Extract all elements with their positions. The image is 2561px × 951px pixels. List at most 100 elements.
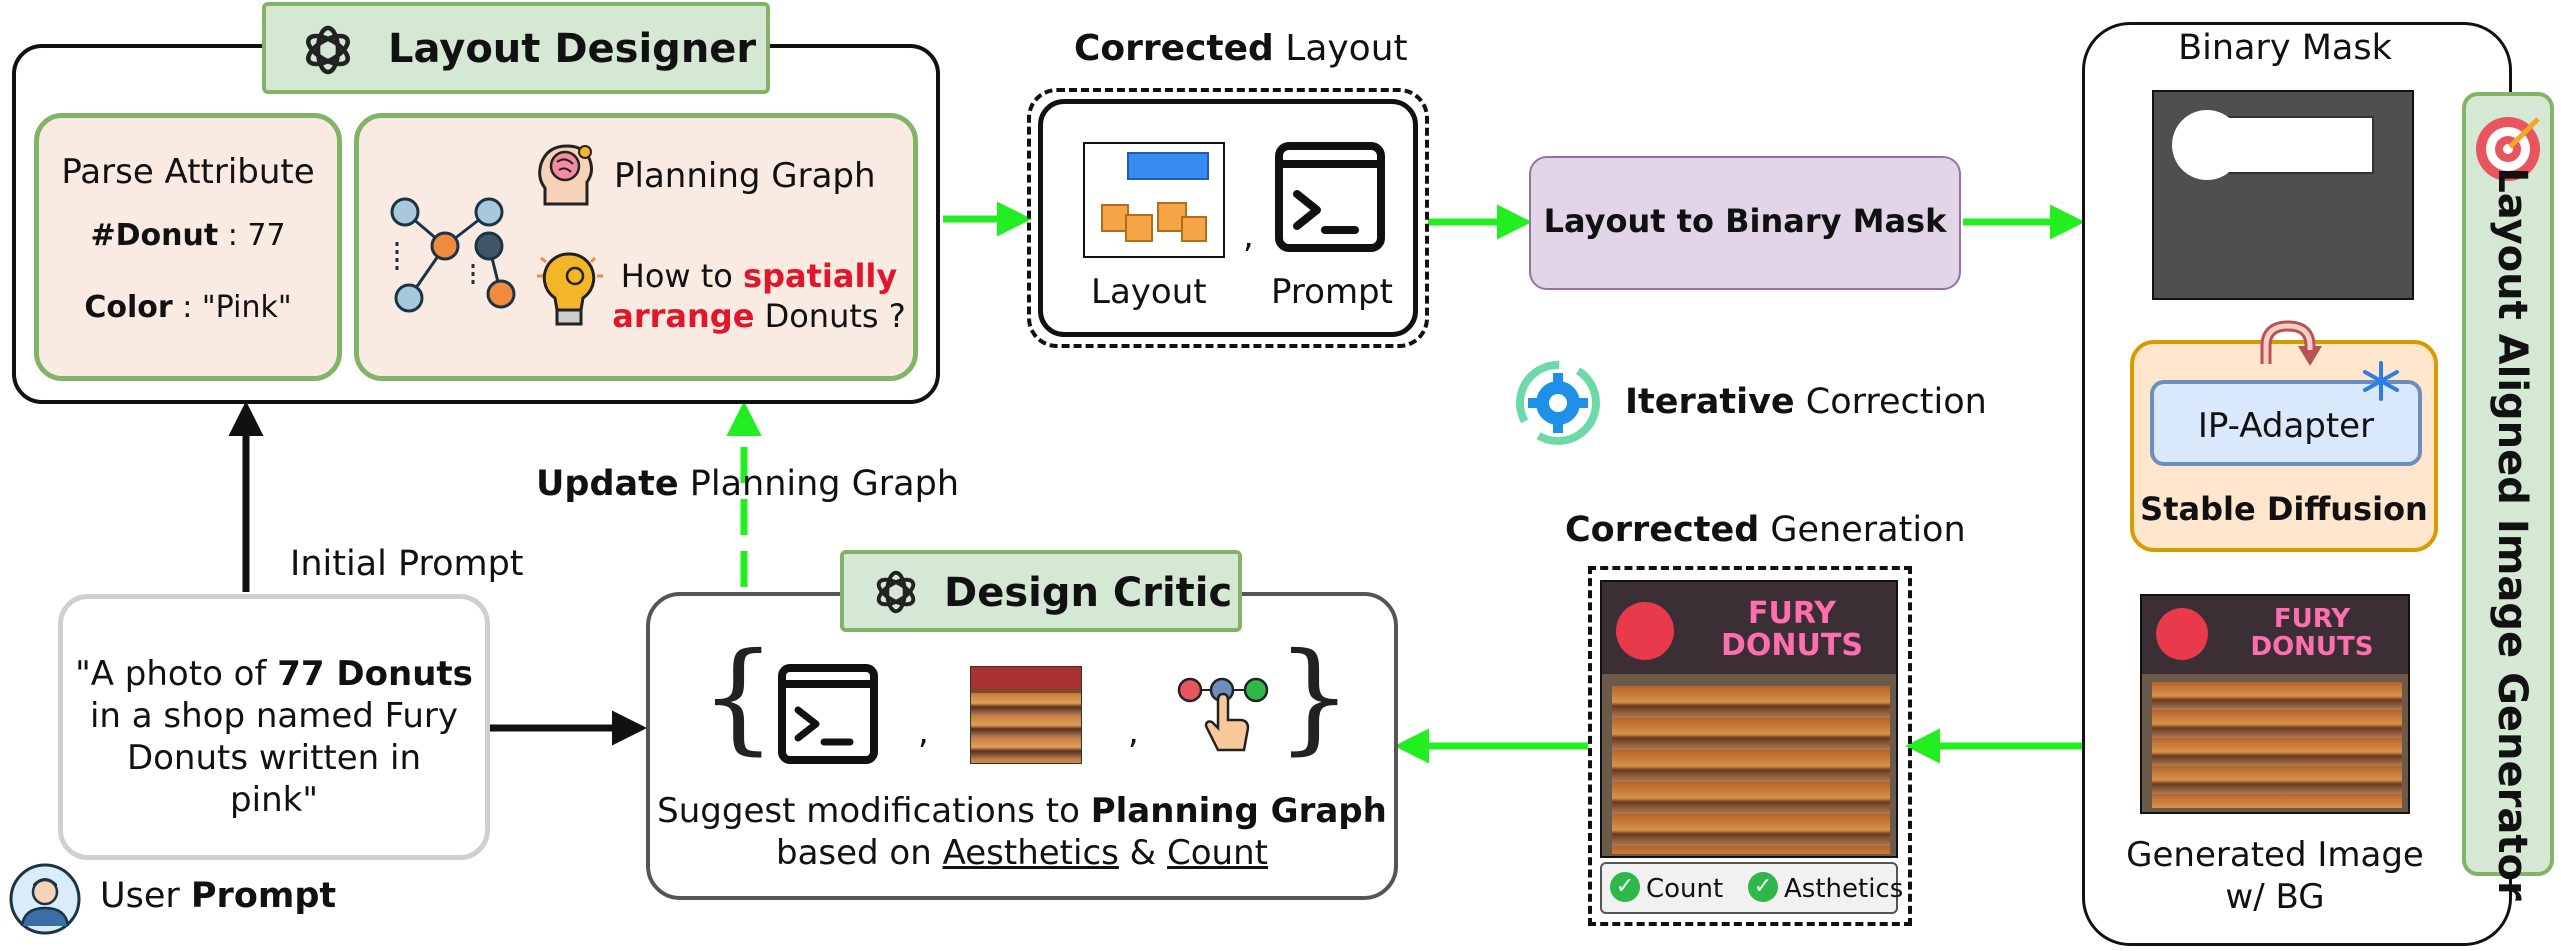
user-prompt-box: "A photo of 77 Donuts in a shop named Fu…	[58, 594, 490, 860]
touch-select-icon	[1177, 677, 1269, 752]
count-check-label: Count	[1646, 874, 1724, 904]
layout-to-binary-mask-label: Layout to Binary Mask	[1543, 202, 1947, 240]
prompt-line2: in a shop named Fury	[89, 696, 459, 736]
update-bold: Update	[536, 464, 679, 504]
corrected-generation-image: FURY DONUTS	[1600, 580, 1898, 858]
corrected-layout-dashed-frame	[1027, 88, 1429, 348]
critic-comma-2: ,	[1128, 712, 1139, 752]
generated-donut-shelves	[2152, 682, 2402, 808]
asthetics-check-label: Asthetics	[1784, 874, 1904, 904]
prompt-line3: Donuts written in	[126, 738, 422, 778]
donut-shop-thumbnail	[970, 666, 1082, 764]
corrected-generation-title: Corrected Generation	[1565, 510, 1966, 550]
prompt-line1-bold: 77 Donuts	[277, 654, 473, 694]
binary-mask-title: Binary Mask	[2178, 28, 2392, 68]
right-brace: }	[1276, 628, 1353, 767]
design-critic-header: Design Critic	[840, 550, 1242, 632]
check-circle-icon: ✓	[1748, 872, 1778, 902]
terminal-prompt-icon	[1275, 142, 1385, 252]
spatial-question: How to spatially arrange Donuts ?	[609, 256, 909, 336]
parse-attribute-box: Parse Attribute #Donut : 77 Color : "Pin…	[34, 113, 342, 381]
critic-count: Count	[1167, 833, 1268, 873]
user-prompt-text: "A photo of 77 Donuts in a shop named Fu…	[63, 653, 485, 821]
donut-count-attribute: #Donut : 77	[39, 218, 337, 253]
initial-prompt-label: Initial Prompt	[290, 544, 524, 584]
layout-label: Layout	[1091, 272, 1207, 312]
critic-aesthetics: Aesthetics	[942, 833, 1119, 873]
openai-logo-icon	[306, 25, 350, 75]
corrected-generation-frame	[1588, 566, 1912, 926]
layout-bbox-orange-4	[1181, 216, 1207, 242]
iterative-cycle-icon	[1516, 361, 1600, 445]
corrected-layout-box: , Layout Prompt	[1038, 99, 1418, 337]
image-generator-side-title: Layout Aligned Image Generator	[2489, 167, 2535, 901]
stable-diffusion-label: Stable Diffusion	[2140, 490, 2428, 528]
design-critic-title: Design Critic	[944, 570, 1233, 616]
color-attribute: Color : "Pink"	[39, 290, 337, 325]
loop-arrow-icon	[2260, 320, 2322, 366]
layout-comma: ,	[1243, 216, 1254, 256]
layout-bbox-orange-2	[1125, 214, 1153, 242]
generated-shop-sign-line2: DONUTS	[2250, 632, 2374, 662]
corrected-layout-bold: Corrected	[1074, 28, 1274, 69]
stable-diffusion-box: IP-Adapter Stable Diffusion	[2130, 320, 2438, 552]
generated-image-caption: Generated Image w/ BG	[2110, 834, 2440, 918]
planning-graph-box: Planning Graph How to spatially arrange …	[354, 113, 918, 381]
left-brace: {	[700, 628, 777, 767]
color-key: Color	[84, 290, 173, 325]
critic-line2-prefix: based on	[775, 833, 943, 873]
critic-line1-prefix: Suggest modifications to	[657, 791, 1091, 831]
image-generator-side-tab: Layout Aligned Image Generator	[2462, 92, 2554, 901]
user-prompt-label-rest: User	[100, 876, 191, 916]
ip-adapter-label: IP-Adapter	[2197, 406, 2375, 446]
planning-graph-icon	[390, 197, 516, 313]
critic-line1-bold: Planning Graph	[1090, 791, 1387, 831]
terminal-prompt-icon	[778, 664, 878, 764]
iterative-bold: Iterative	[1625, 382, 1795, 422]
binary-mask-image	[2152, 90, 2414, 300]
snowflake-frozen-icon	[2363, 361, 2399, 401]
generated-donut-logo	[2156, 608, 2208, 660]
generated-shop-sign-line1: FURY	[2273, 604, 2351, 634]
prompt-line1-prefix: "A photo of	[75, 654, 278, 694]
layout-designer-header: Layout Designer	[262, 2, 770, 94]
update-rest: Planning Graph	[678, 464, 960, 504]
donut-logo	[1616, 602, 1674, 660]
prompt-label: Prompt	[1271, 272, 1393, 312]
critic-ampersand: &	[1118, 833, 1168, 873]
donut-count-separator: :	[218, 218, 248, 253]
brain-head-icon	[538, 144, 593, 206]
ip-adapter-box: IP-Adapter	[2150, 380, 2422, 466]
shop-sign-line1: FURY	[1747, 596, 1837, 631]
corrected-generation-bold: Corrected	[1565, 510, 1760, 550]
layout-bbox-blue	[1127, 152, 1209, 180]
prompt-line4: pink"	[230, 780, 318, 820]
critic-instruction: Suggest modifications to Planning Graph …	[646, 790, 1398, 874]
target-icon	[2476, 117, 2540, 181]
generated-image-thumbnail: FURY DONUTS	[2140, 594, 2410, 814]
iterative-rest: Correction	[1794, 382, 1987, 422]
update-planning-graph-label: Update Planning Graph	[536, 464, 959, 504]
user-prompt-label-bold: Prompt	[190, 876, 337, 916]
color-value: "Pink"	[201, 290, 292, 325]
check-circle-icon: ✓	[1610, 872, 1640, 902]
layout-thumbnail	[1083, 142, 1225, 258]
donut-count-key: #Donut	[90, 218, 219, 253]
question-spatially: spatially	[743, 257, 898, 295]
planning-graph-label: Planning Graph	[614, 156, 876, 196]
generated-caption-line2: w/ BG	[2225, 877, 2325, 917]
shop-sign-line2: DONUTS	[1721, 628, 1863, 663]
donut-count-value: 77	[247, 218, 286, 253]
mask-white-circle	[2172, 110, 2242, 180]
corrected-layout-rest: Layout	[1273, 28, 1408, 69]
generated-caption-line1: Generated Image	[2126, 835, 2424, 875]
color-separator: :	[172, 290, 202, 325]
layout-to-binary-mask-box: Layout to Binary Mask	[1529, 156, 1961, 290]
user-prompt-label: User Prompt	[100, 876, 336, 916]
corrected-generation-rest: Generation	[1759, 510, 1966, 550]
lightbulb-idea-icon	[537, 252, 603, 326]
iterative-correction-label: Iterative Correction	[1625, 382, 1987, 422]
openai-logo-icon	[876, 570, 916, 614]
